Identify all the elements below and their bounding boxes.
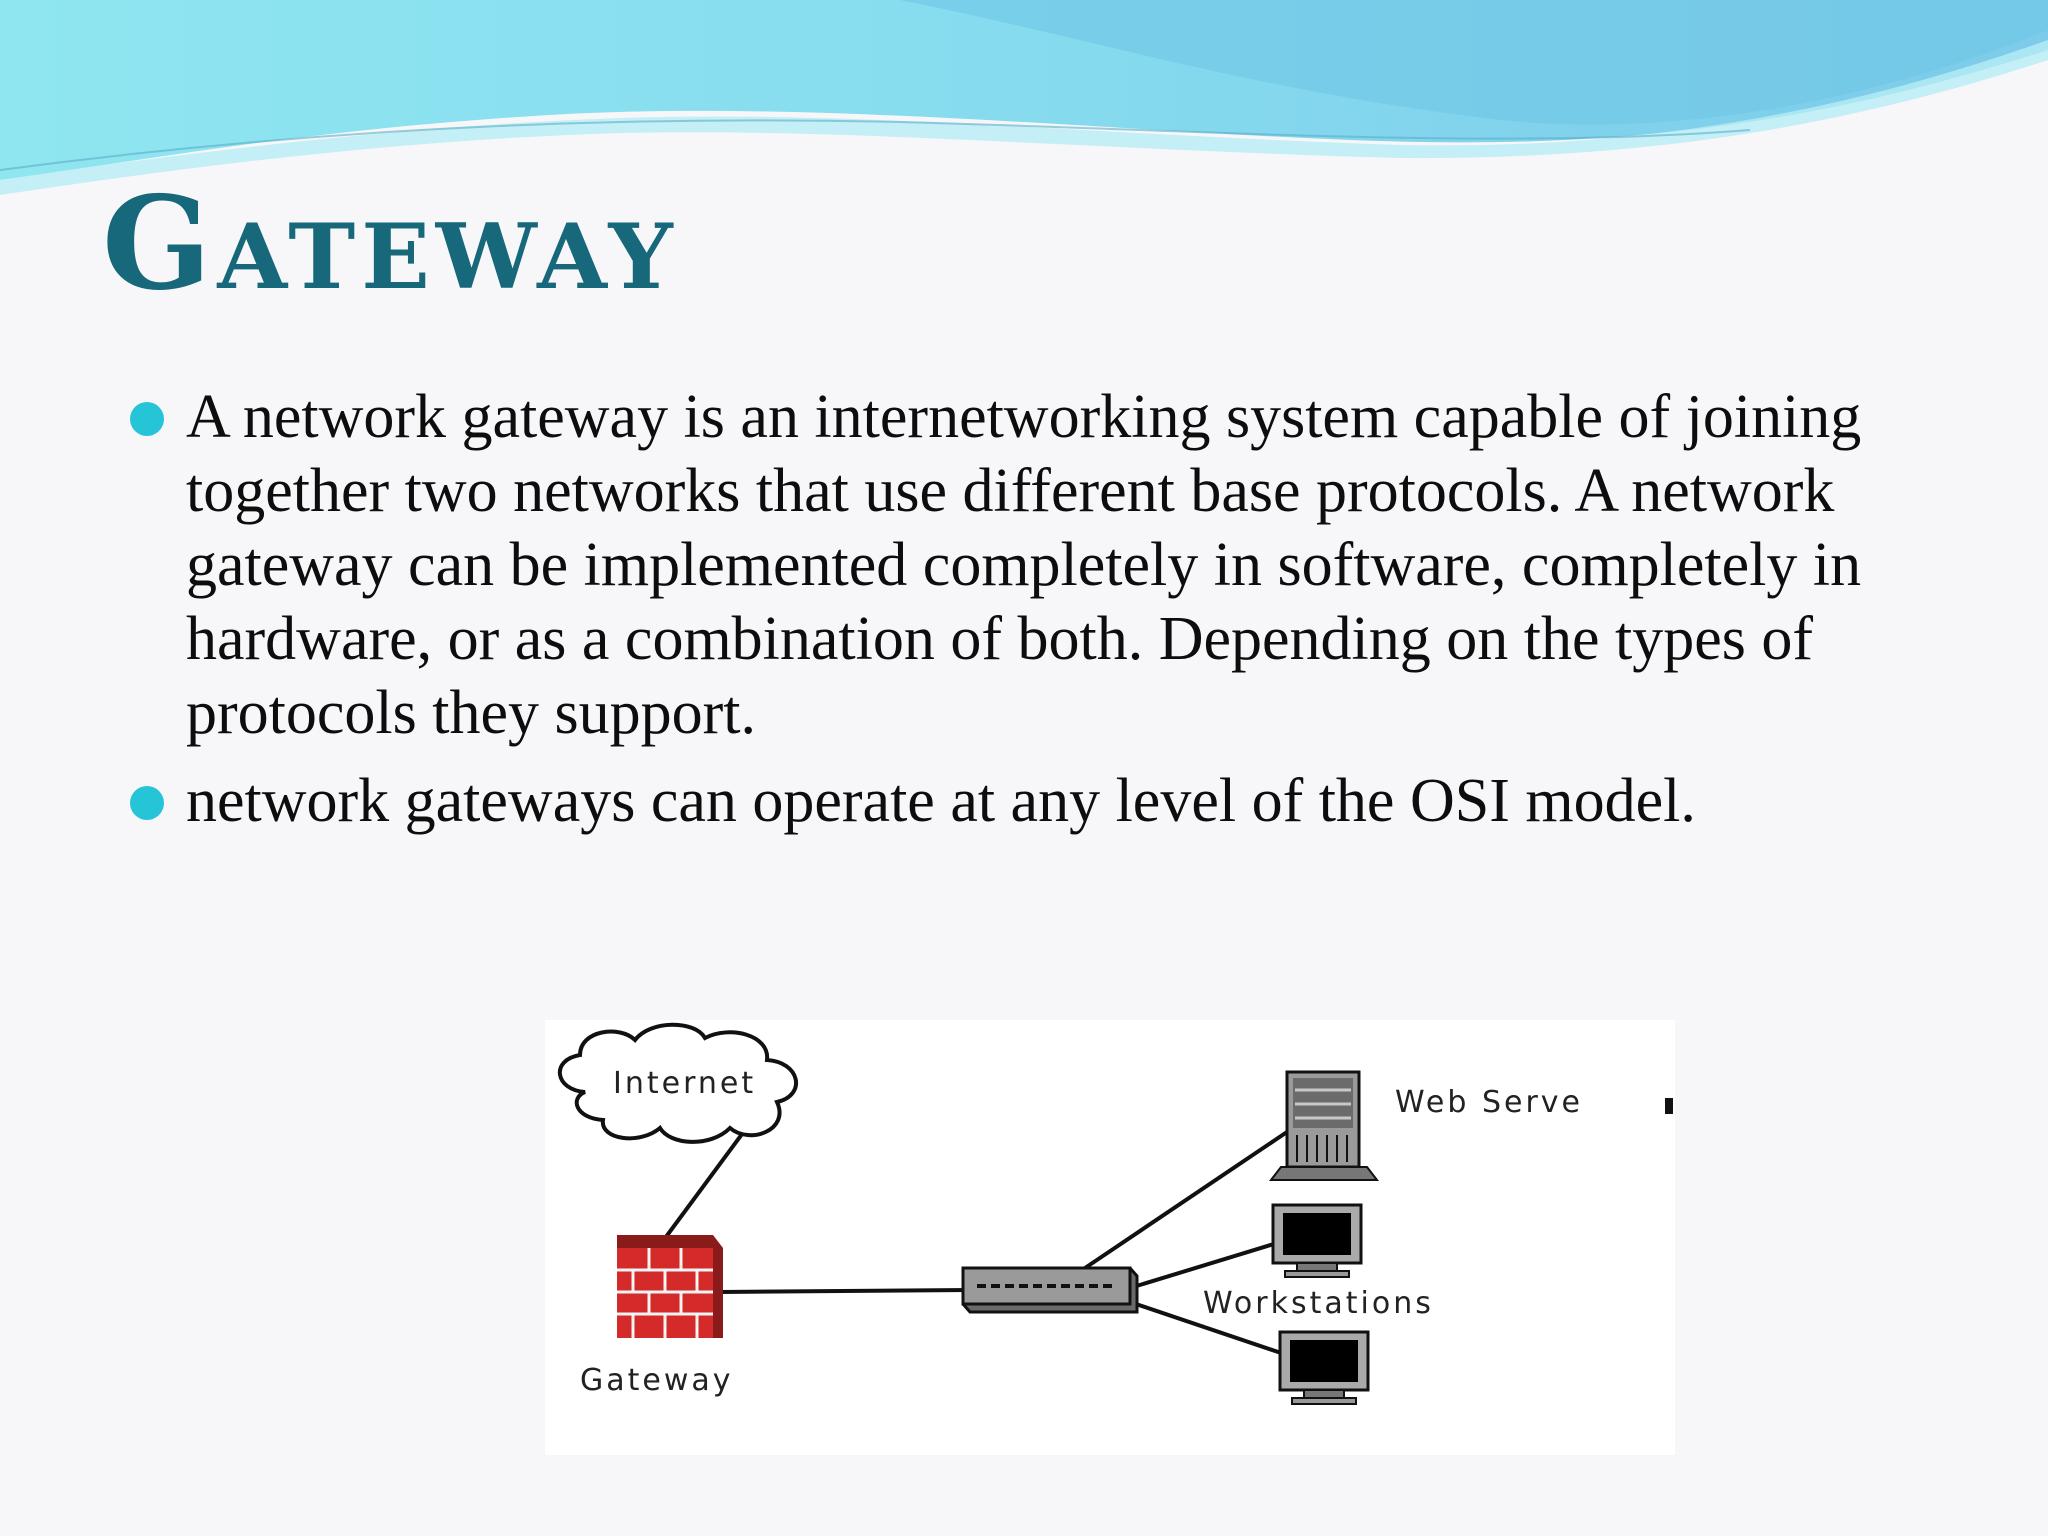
switch-workstation-link (1129, 1238, 1288, 1290)
bullet-dot-icon (130, 402, 164, 436)
internet-label: Internet (613, 1066, 756, 1101)
workstation-icon (1271, 1203, 1363, 1278)
bullet-dot-icon (130, 786, 164, 820)
bullet-text: network gateways can operate at any leve… (186, 767, 1696, 835)
switch-workstation-link (1129, 1300, 1288, 1357)
web-server-label: Web Serve (1395, 1085, 1583, 1120)
gateway-label: Gateway (580, 1363, 734, 1398)
bullet-list: A network gateway is an internetworking … (120, 380, 1980, 852)
network-diagram: Internet Gateway (545, 1020, 1675, 1455)
workstations-label: Workstations (1203, 1286, 1434, 1321)
gateway-switch-link (719, 1288, 971, 1294)
workstation-icon (1278, 1330, 1370, 1405)
internet-gateway-link (658, 1128, 747, 1247)
internet-cloud-icon (558, 1022, 798, 1144)
slide-title: Gateway (102, 169, 679, 319)
firewall-icon (617, 1235, 723, 1338)
bullet-item: network gateways can operate at any leve… (120, 764, 1980, 838)
bullet-text: A network gateway is an internetworking … (186, 383, 1862, 747)
web-server-icon (1268, 1070, 1380, 1181)
bullet-item: A network gateway is an internetworking … (120, 380, 1980, 750)
header-wave-decoration (0, 0, 2048, 195)
switch-server-link (1083, 1130, 1289, 1270)
network-switch-icon (961, 1266, 1139, 1314)
